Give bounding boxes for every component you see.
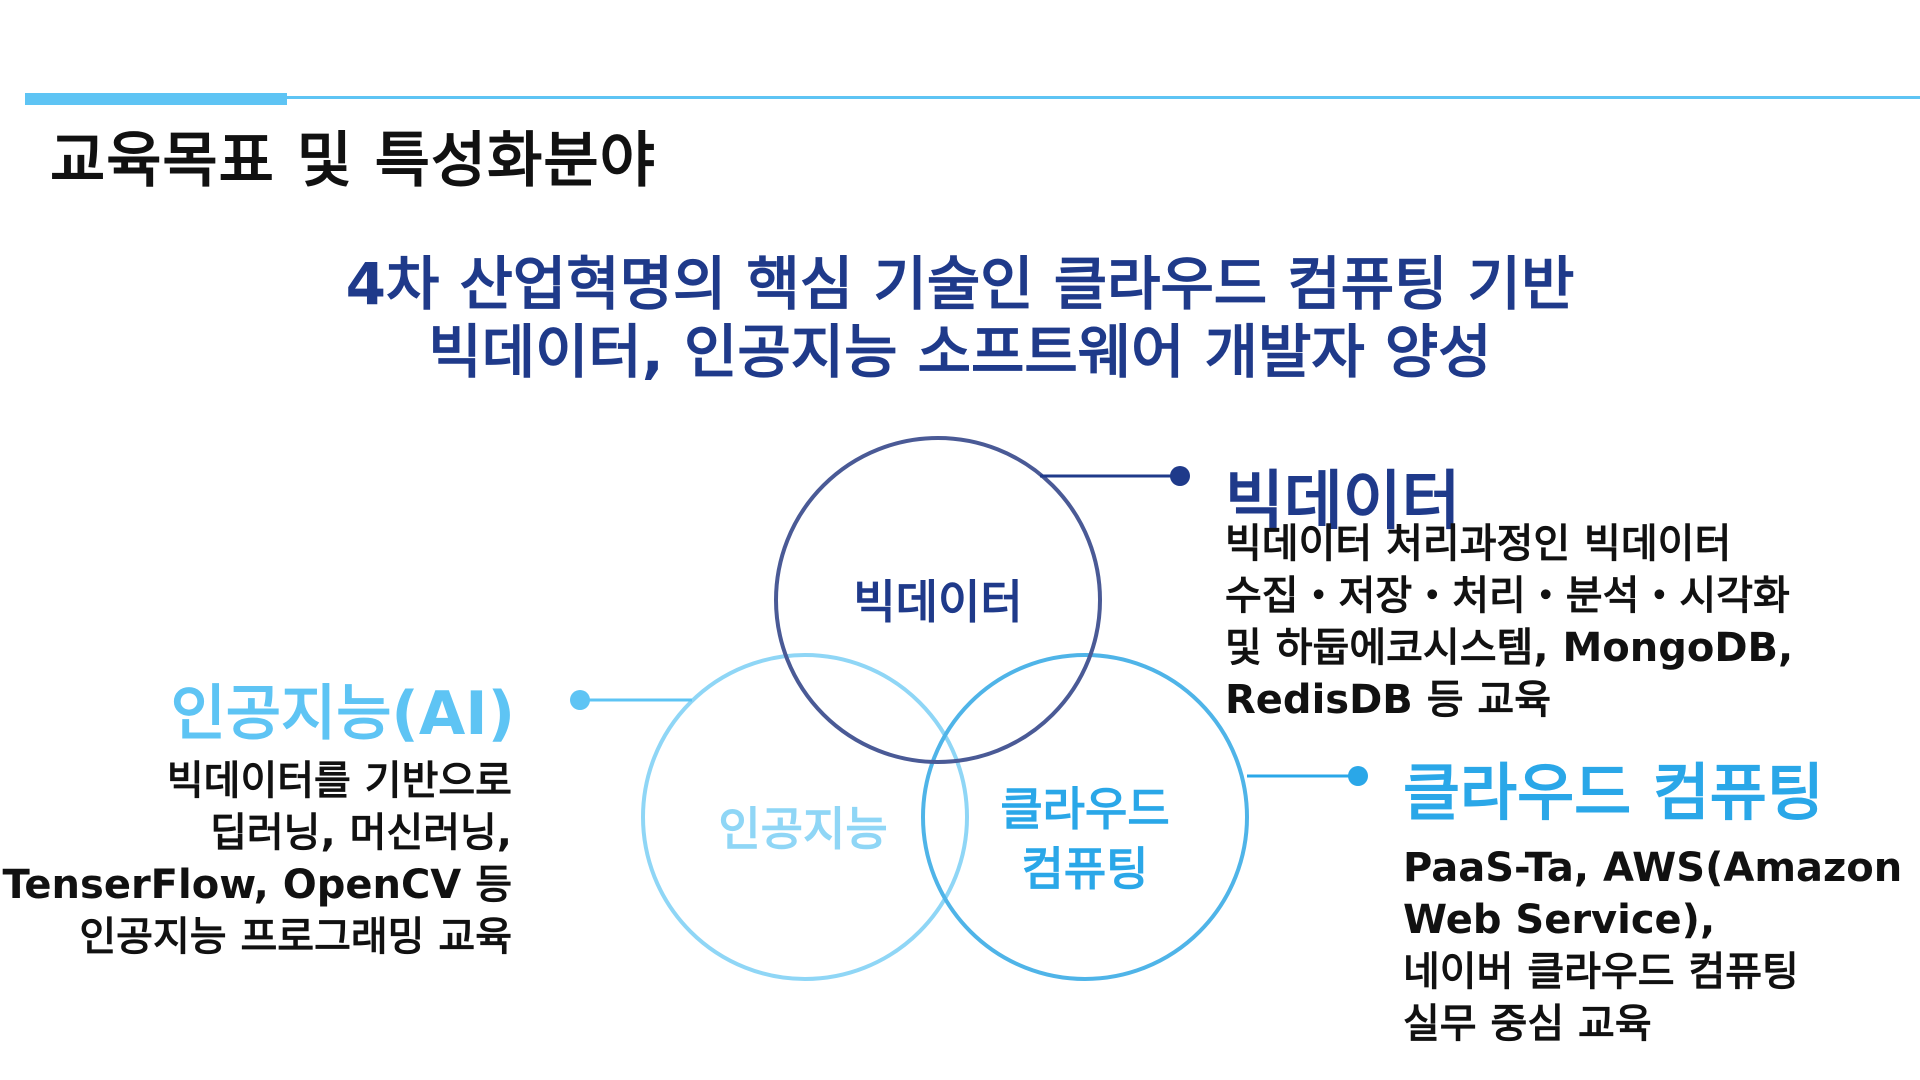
headline-line-1: 4차 산업혁명의 핵심 기술인 클라우드 컴퓨팅 기반 <box>345 250 1575 318</box>
desc-line: 및 하둡에코시스템, MongoDB, <box>1225 625 1794 671</box>
desc-line: 실무 중심 교육 <box>1403 1001 1652 1047</box>
section-desc-cloud: PaaS-Ta, AWS(Amazon Web Service), 네이버 클라… <box>1403 842 1902 1050</box>
section-title-cloud: 클라우드 컴퓨팅 <box>1403 756 1824 829</box>
venn-circle-ai <box>641 653 969 981</box>
desc-line: 빅데이터 처리과정인 빅데이터 <box>1225 521 1732 567</box>
header-accent-bar <box>25 93 287 105</box>
desc-line: Web Service), <box>1403 897 1716 943</box>
desc-line: PaaS-Ta, AWS(Amazon <box>1403 845 1903 891</box>
section-desc-ai: 빅데이터를 기반으로 딥러닝, 머신러닝, TenserFlow, OpenCV… <box>2 755 512 963</box>
section-title-bigdata: 빅데이터 <box>1225 465 1461 539</box>
venn-label-cloud-line-1: 클라우드 <box>1000 782 1169 836</box>
connector-dot-cloud <box>1348 766 1368 786</box>
desc-line: 수집・저장・처리・분석・시각화 <box>1225 573 1790 619</box>
desc-line: TenserFlow, OpenCV 등 <box>2 862 512 908</box>
venn-label-bigdata: 빅데이터 <box>853 575 1022 629</box>
venn-circle-bigdata <box>774 436 1102 764</box>
headline: 4차 산업혁명의 핵심 기술인 클라우드 컴퓨팅 기반 빅데이터, 인공지능 소… <box>0 250 1920 386</box>
section-desc-bigdata: 빅데이터 처리과정인 빅데이터 수집・저장・처리・분석・시각화 및 하둡에코시스… <box>1225 518 1793 726</box>
connector-dot-ai <box>570 690 590 710</box>
connector-dot-bigdata <box>1170 466 1190 486</box>
venn-label-cloud-line-2: 컴퓨팅 <box>1022 842 1149 896</box>
desc-line: 빅데이터를 기반으로 <box>166 758 512 804</box>
headline-line-2: 빅데이터, 인공지능 소프트웨어 개발자 양성 <box>428 318 1492 386</box>
desc-line: 인공지능 프로그래밍 교육 <box>79 914 512 960</box>
section-title-ai: 인공지능(AI) <box>170 679 515 749</box>
venn-circle-cloud <box>921 653 1249 981</box>
desc-line: 네이버 클라우드 컴퓨팅 <box>1403 949 1799 995</box>
desc-line: RedisDB 등 교육 <box>1225 677 1552 723</box>
desc-line: 딥러닝, 머신러닝, <box>210 810 512 856</box>
venn-label-ai: 인공지능 <box>718 802 887 856</box>
page-title: 교육목표 및 특성화분야 <box>50 126 656 196</box>
header-rule <box>287 96 1920 99</box>
